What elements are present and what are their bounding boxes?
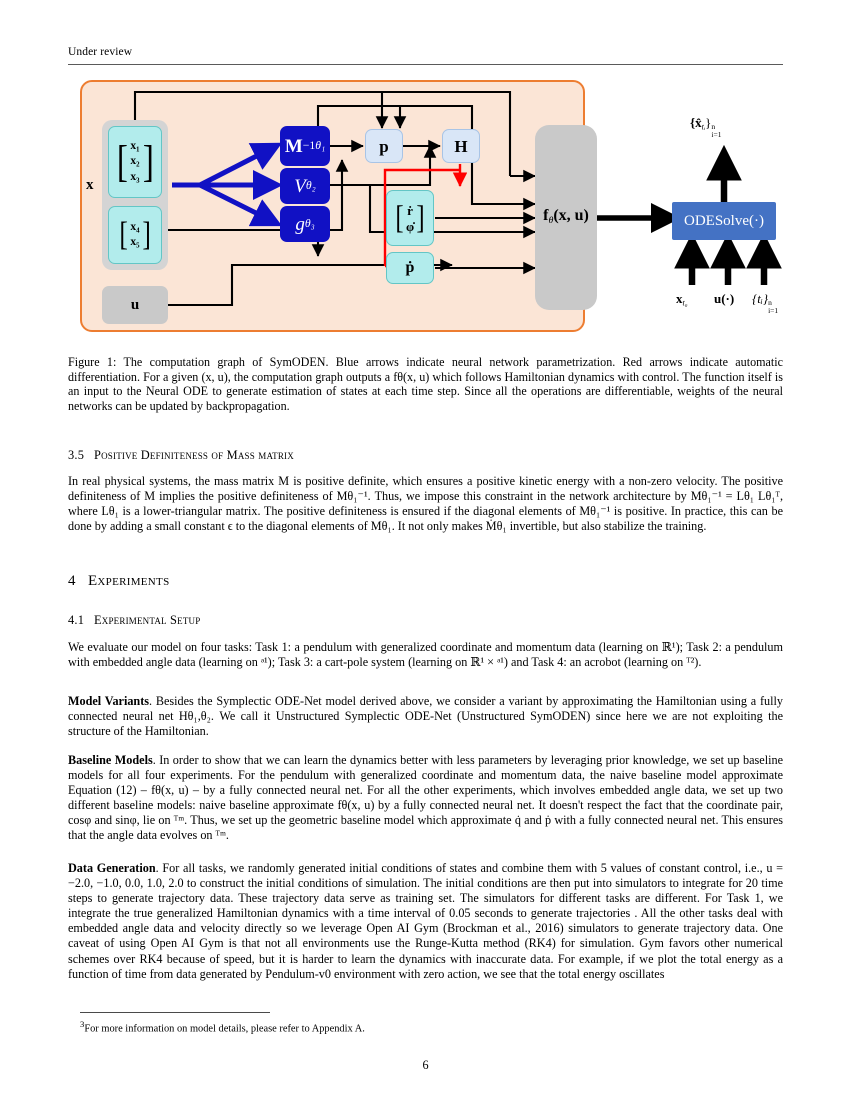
figure-caption: Figure 1: The computation graph of SymOD… — [68, 355, 783, 413]
section-heading-4-1: 4.1 Experimental Setup — [68, 613, 783, 628]
paragraph-lead: Baseline Models — [68, 753, 153, 767]
paragraph-text: . Besides the Symplectic ODE-Net model d… — [68, 694, 783, 739]
u-label: u — [130, 296, 140, 313]
bracket-right: ] — [416, 199, 425, 236]
m-subscript: θ₁ — [315, 139, 326, 153]
output-sup: n — [711, 122, 716, 131]
phidot-label: φ̇ — [405, 218, 415, 234]
input-t-sub: i=1 — [768, 306, 779, 315]
output-sub: tᵢ — [701, 122, 706, 132]
bracket-left: [ — [395, 199, 404, 236]
section-heading-4: 4 Experiments — [68, 573, 783, 590]
dynamics-function-node: fθ(x, u) — [535, 125, 597, 310]
state-x2: x₂ — [130, 155, 140, 168]
bracket-left: [ — [119, 216, 128, 253]
p-label: p — [379, 136, 389, 156]
v-subscript: θ₂ — [305, 179, 316, 193]
odesolve-node: ODESolve(·) — [672, 202, 776, 240]
bracket-left: [ — [116, 137, 128, 186]
footnote-rule — [80, 1012, 270, 1013]
momentum-node: p — [365, 129, 403, 163]
section-number: 4.1 — [68, 613, 85, 627]
page-number: 6 — [422, 1058, 429, 1072]
header-rule — [68, 64, 783, 65]
input-t-sup: n — [768, 298, 772, 307]
section-title: Experimental Setup — [94, 613, 201, 627]
section-heading-3-5: 3.5 Positive Definiteness of Mass matrix — [68, 448, 783, 463]
f-subscript: θ — [548, 215, 554, 227]
paragraph-data-generation: Data Generation. For all tasks, we rando… — [68, 861, 783, 982]
state-vector-top: [ x₁ x₂ x₃ ] — [108, 126, 162, 198]
f-symbol: f — [543, 207, 549, 225]
section-4-1-body: We evaluate our model on four tasks: Tas… — [68, 640, 783, 670]
g-symbol: g — [295, 213, 305, 235]
v-symbol: V — [294, 175, 306, 197]
figure-wires — [133, 90, 782, 307]
section-3-5-body: In real physical systems, the mass matri… — [68, 474, 783, 534]
footnote-marker: 3 — [80, 1019, 85, 1029]
rdot-label: ṙ — [407, 202, 413, 218]
state-vector-bottom: [ x₄ x₅ ] — [108, 206, 162, 264]
output-subscript: i=1 — [711, 130, 722, 139]
output-open: {x̂ — [690, 115, 702, 130]
input-x-symbol: x — [676, 291, 683, 306]
odesolve-input-x0-label: xt₀ — [676, 292, 688, 308]
output-close: } — [705, 115, 712, 130]
odesolve-label: ODESolve(·) — [684, 212, 764, 229]
odesolve-input-u-label: u(·) — [714, 291, 735, 306]
input-x-sub: t₀ — [682, 298, 688, 308]
footnote: 3For more information on model details, … — [80, 1018, 780, 1036]
hamiltonian-node: H — [442, 129, 480, 163]
pdot-label: ṗ — [405, 259, 415, 276]
paragraph-text: . For all tasks, we randomly generated i… — [68, 861, 784, 981]
momentum-derivative-node: ṗ — [386, 252, 434, 284]
bracket-right: ] — [142, 216, 151, 253]
control-input-u: u — [102, 286, 168, 324]
state-x3: x₃ — [130, 170, 140, 183]
section-title: Experiments — [87, 573, 170, 589]
running-header: Under review — [68, 46, 133, 58]
f-args: (x, u) — [553, 207, 589, 225]
section-number: 4 — [68, 573, 76, 589]
h-label: H — [454, 136, 468, 156]
velocity-vector-node: [ ṙ φ̇ ] — [386, 190, 434, 246]
g-subscript: θ₃ — [304, 217, 315, 231]
paragraph-lead: Data Generation — [68, 861, 156, 875]
state-x5: x₅ — [130, 236, 140, 248]
footnote-text: For more information on model details, p… — [84, 1023, 365, 1035]
paper-page: Under review — [68, 0, 783, 1100]
state-x4: x₄ — [130, 220, 140, 233]
section-title: Positive Definiteness of Mass matrix — [94, 448, 294, 462]
figure-x-label: x — [86, 177, 94, 193]
paragraph-model-variants: Model Variants. Besides the Symplectic O… — [68, 694, 783, 739]
paragraph-baseline-models: Baseline Models. In order to show that w… — [68, 753, 783, 844]
m-symbol: M — [284, 135, 303, 157]
paragraph-text: . In order to show that we can learn the… — [68, 753, 783, 843]
paragraph-lead: Model Variants — [68, 694, 150, 708]
m-superscript: −1 — [302, 139, 316, 153]
input-t-symbol: {tᵢ} — [752, 291, 769, 306]
state-x1: x₁ — [130, 139, 140, 152]
bracket-right: ] — [142, 137, 154, 186]
section-number: 3.5 — [68, 448, 85, 462]
